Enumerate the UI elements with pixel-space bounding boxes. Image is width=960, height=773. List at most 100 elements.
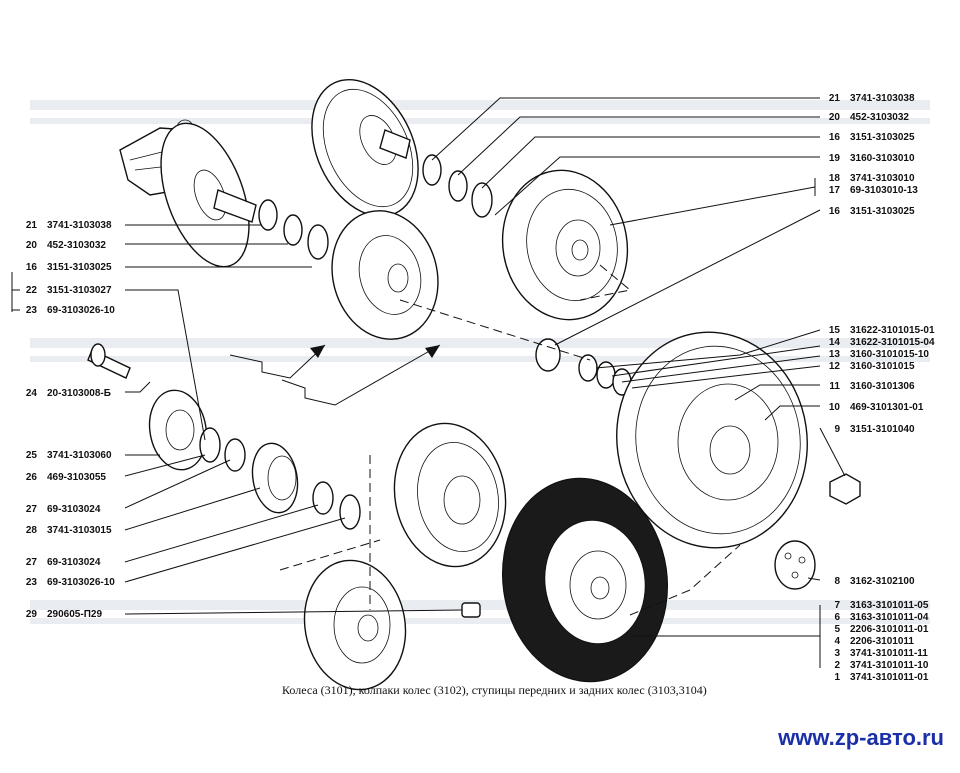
label-code: 3741-3101011-10	[850, 660, 929, 671]
label-code: 3741-3103038	[47, 220, 112, 231]
label-num: 11	[829, 381, 840, 392]
front-spindle	[213, 189, 257, 223]
rear-hub-28	[251, 442, 299, 514]
seal-21-right	[422, 154, 442, 186]
ring-20-left	[283, 214, 303, 246]
label-num: 15	[829, 325, 841, 336]
label-num: 16	[26, 262, 38, 273]
diagram-caption: Колеса (3101), колпаки колес (3102), сту…	[282, 683, 707, 697]
website-link[interactable]: www.zp-авто.ru	[777, 725, 944, 750]
assembly-arrows	[229, 344, 441, 406]
label-num: 18	[829, 173, 841, 184]
circlip-27a	[224, 438, 246, 472]
label-num: 17	[829, 185, 841, 196]
label-num: 4	[834, 636, 840, 647]
label-num: 13	[829, 349, 841, 360]
label-code: 3741-3103015	[47, 525, 112, 536]
label-code: 3151-3103025	[47, 262, 112, 273]
label-code: 469-3103055	[47, 472, 106, 483]
label-code: 69-3103024	[47, 504, 101, 515]
label-code: 452-3103032	[850, 112, 909, 123]
label-num: 1	[834, 672, 840, 683]
label-code: 290605-П29	[47, 609, 102, 620]
bearing-16-right	[471, 182, 493, 218]
label-code: 3741-3103038	[850, 93, 915, 104]
label-num: 5	[834, 624, 840, 635]
label-code: 3741-3101011-01	[850, 672, 929, 683]
label-num: 23	[26, 305, 38, 316]
label-code: 2206-3101011-01	[850, 624, 929, 635]
label-num: 6	[834, 612, 840, 623]
leader-lines	[11, 97, 846, 668]
brake-disc-bottom	[303, 559, 407, 691]
brake-drum-top	[501, 169, 629, 321]
label-num: 19	[829, 153, 841, 164]
label-code: 69-3103010-13	[850, 185, 918, 196]
label-num: 24	[26, 388, 38, 399]
right-labels: 21 3741-3103038 20 452-3103032 16 3151-3…	[829, 93, 935, 683]
label-num: 21	[829, 93, 841, 104]
wheel-tyre-assembly	[501, 477, 669, 683]
label-num: 16	[829, 206, 841, 217]
label-code: 3162-3102100	[850, 576, 915, 587]
label-code: 2206-3101011	[850, 636, 914, 647]
ring-23	[339, 494, 361, 530]
label-code: 3160-3103010	[850, 153, 915, 164]
seal-21-left	[258, 199, 278, 231]
label-code: 3163-3101011-05	[850, 600, 929, 611]
dashed-paths	[279, 264, 741, 616]
bearing-16-left	[307, 224, 329, 260]
label-code: 3741-3103060	[47, 450, 112, 461]
label-num: 27	[26, 504, 38, 515]
label-code: 31622-3101015-01	[850, 325, 935, 336]
label-num: 8	[834, 576, 840, 587]
label-num: 20	[26, 240, 38, 251]
label-num: 10	[829, 402, 841, 413]
label-num: 16	[829, 132, 841, 143]
label-num: 14	[829, 337, 841, 348]
brake-shield-front	[160, 122, 250, 268]
label-code: 3160-3101015-10	[850, 349, 929, 360]
label-num: 7	[834, 600, 840, 611]
wheel-stud	[87, 343, 131, 379]
label-num: 22	[26, 285, 38, 296]
label-num: 23	[26, 577, 38, 588]
label-num: 9	[834, 424, 840, 435]
label-num: 26	[26, 472, 38, 483]
label-num: 27	[26, 557, 38, 568]
label-code: 3163-3101011-04	[850, 612, 929, 623]
label-code: 69-3103026-10	[47, 577, 115, 588]
brake-disc-top	[331, 210, 439, 340]
label-code: 3151-3101040	[850, 424, 915, 435]
label-code: 3151-3103027	[47, 285, 112, 296]
rear-brake-shield	[311, 78, 419, 218]
label-code: 469-3101301-01	[850, 402, 924, 413]
wheel-nut	[829, 473, 861, 505]
label-code: 20-3103008-Б	[47, 388, 111, 399]
ring-26	[199, 427, 221, 463]
bearing-cone	[535, 338, 561, 372]
label-code: 3160-3101015	[850, 361, 915, 372]
brake-drum-bottom	[393, 422, 507, 568]
label-num: 21	[26, 220, 38, 231]
label-num: 20	[829, 112, 841, 123]
label-num: 3	[834, 648, 840, 659]
label-num: 12	[829, 361, 841, 372]
label-code: 3151-3103025	[850, 206, 915, 217]
label-code: 3151-3103025	[850, 132, 915, 143]
circlip-27b	[312, 481, 334, 515]
ring-20-right	[448, 170, 468, 202]
label-code: 3741-3103010	[850, 173, 915, 184]
steel-wheel	[616, 331, 808, 549]
left-labels: 21 3741-3103038 20 452-3103032 16 3151-3…	[26, 220, 115, 620]
label-code: 69-3103024	[47, 557, 101, 568]
label-code: 3741-3101011-11	[850, 648, 928, 659]
hub-flange	[148, 389, 208, 471]
label-code: 31622-3101015-04	[850, 337, 935, 348]
label-code: 3160-3101306	[850, 381, 915, 392]
label-num: 2	[834, 660, 840, 671]
label-code: 452-3103032	[47, 240, 106, 251]
label-num: 29	[26, 609, 38, 620]
